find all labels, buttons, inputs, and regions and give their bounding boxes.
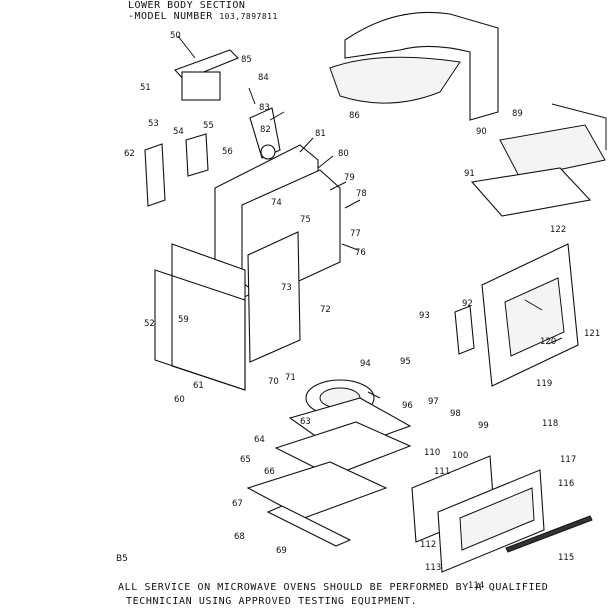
part-number-119: 119	[536, 379, 552, 389]
part-89	[551, 103, 607, 150]
part-number-62: 62	[124, 149, 135, 159]
part-number-97: 97	[428, 397, 439, 407]
panel-116	[459, 487, 535, 551]
part-number-63: 63	[300, 417, 311, 427]
part-number-67: 67	[232, 499, 243, 509]
model-number-prefix: -MODEL NUMBER	[128, 11, 213, 22]
plate-66	[274, 421, 412, 477]
part-number-56: 56	[222, 147, 233, 157]
model-number-line: -MODEL NUMBER 103,7897811	[128, 11, 278, 22]
part-number-113: 113	[425, 563, 441, 573]
part-number-121: 121	[584, 329, 600, 339]
part-number-89: 89	[512, 109, 523, 119]
part-number-114: 114	[468, 581, 484, 591]
part-number-118: 118	[542, 419, 558, 429]
part-number-98: 98	[450, 409, 461, 419]
frame-61	[154, 269, 246, 391]
part-number-116: 116	[558, 479, 574, 489]
service-note-line2: TECHNICIAN USING APPROVED TESTING EQUIPM…	[126, 596, 418, 607]
part-number-79: 79	[344, 173, 355, 183]
part-number-84: 84	[258, 73, 269, 83]
part-number-94: 94	[360, 359, 371, 369]
part-number-73: 73	[281, 283, 292, 293]
part-number-71: 71	[285, 373, 296, 383]
part-number-78: 78	[356, 189, 367, 199]
part-number-112: 112	[420, 540, 436, 550]
part-number-110: 110	[424, 448, 440, 458]
part-number-80: 80	[338, 149, 349, 159]
part-number-50: 50	[170, 31, 181, 41]
page-code: B5	[116, 554, 128, 564]
part-number-75: 75	[300, 215, 311, 225]
service-note-line1: ALL SERVICE ON MICROWAVE OVENS SHOULD BE…	[118, 582, 549, 593]
top-panel-86	[329, 56, 461, 104]
part-number-117: 117	[560, 455, 576, 465]
part-number-90: 90	[476, 127, 487, 137]
part-number-120: 120	[540, 337, 556, 347]
part-number-81: 81	[315, 129, 326, 139]
part-83	[249, 107, 281, 159]
part-number-59: 59	[178, 315, 189, 325]
top-cover-70	[344, 11, 499, 121]
part-number-66: 66	[264, 467, 275, 477]
bracket-85	[181, 71, 221, 101]
part-number-115: 115	[558, 553, 574, 563]
part-number-85: 85	[241, 55, 252, 65]
part-number-92: 92	[462, 299, 473, 309]
part-number-72: 72	[320, 305, 331, 315]
tray-91	[470, 167, 592, 217]
part-number-93: 93	[419, 311, 430, 321]
panel-73	[247, 231, 301, 363]
part-number-82: 82	[260, 125, 271, 135]
part-number-83: 83	[259, 103, 270, 113]
part-number-53: 53	[148, 119, 159, 129]
part-number-65: 65	[240, 455, 251, 465]
part-number-111: 111	[434, 467, 450, 477]
part-number-55: 55	[203, 121, 214, 131]
part-number-74: 74	[271, 198, 282, 208]
part-number-96: 96	[402, 401, 413, 411]
rail-69	[266, 505, 352, 547]
rack-90	[499, 124, 606, 179]
part-number-51: 51	[140, 83, 151, 93]
part-number-61: 61	[193, 381, 204, 391]
part-number-54: 54	[173, 127, 184, 137]
model-number: 103,7897811	[219, 12, 278, 21]
part-number-64: 64	[254, 435, 265, 445]
part-number-70: 70	[268, 377, 279, 387]
part-number-52: 52	[144, 319, 155, 329]
part-number-91: 91	[464, 169, 475, 179]
bracket-55	[185, 133, 209, 177]
bracket-53	[144, 143, 166, 207]
part-number-86: 86	[349, 111, 360, 121]
part-number-77: 77	[350, 229, 361, 239]
part-number-68: 68	[234, 532, 245, 542]
window-92	[504, 277, 565, 357]
section-title: LOWER BODY SECTION	[128, 0, 246, 11]
part-number-69: 69	[276, 546, 287, 556]
hinge-93	[454, 305, 475, 355]
part-number-60: 60	[174, 395, 185, 405]
part-82	[260, 144, 276, 160]
part-number-95: 95	[400, 357, 411, 367]
part-number-100: 100	[452, 451, 468, 461]
strip-115	[505, 515, 593, 553]
part-number-76: 76	[355, 248, 366, 258]
part-number-99: 99	[478, 421, 489, 431]
part-number-122: 122	[550, 225, 566, 235]
